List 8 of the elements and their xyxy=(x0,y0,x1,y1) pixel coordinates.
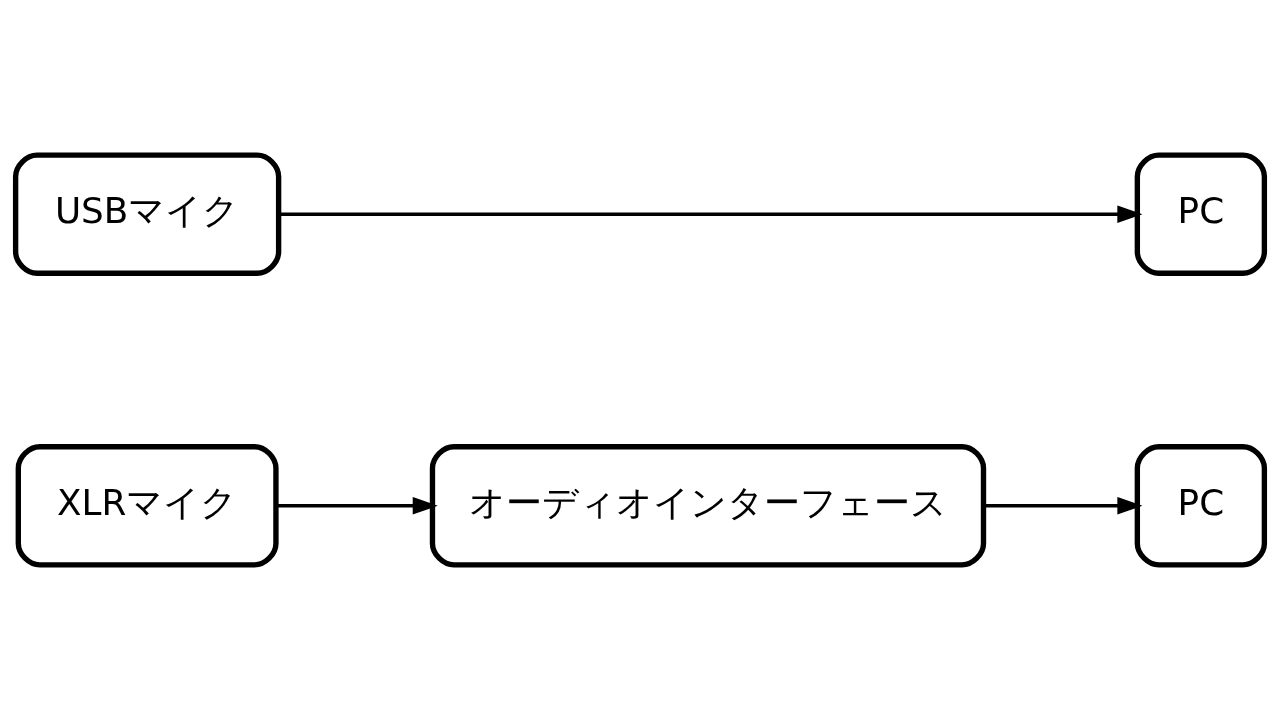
node-box: オーディオインターフェース xyxy=(429,444,987,568)
arrow xyxy=(276,497,438,515)
node-box: XLRマイク xyxy=(15,444,279,568)
node-box: PC xyxy=(1134,444,1268,568)
node-box: PC xyxy=(1134,152,1268,276)
node-box: USBマイク xyxy=(12,152,282,276)
arrow xyxy=(983,497,1143,515)
arrow xyxy=(278,205,1143,223)
